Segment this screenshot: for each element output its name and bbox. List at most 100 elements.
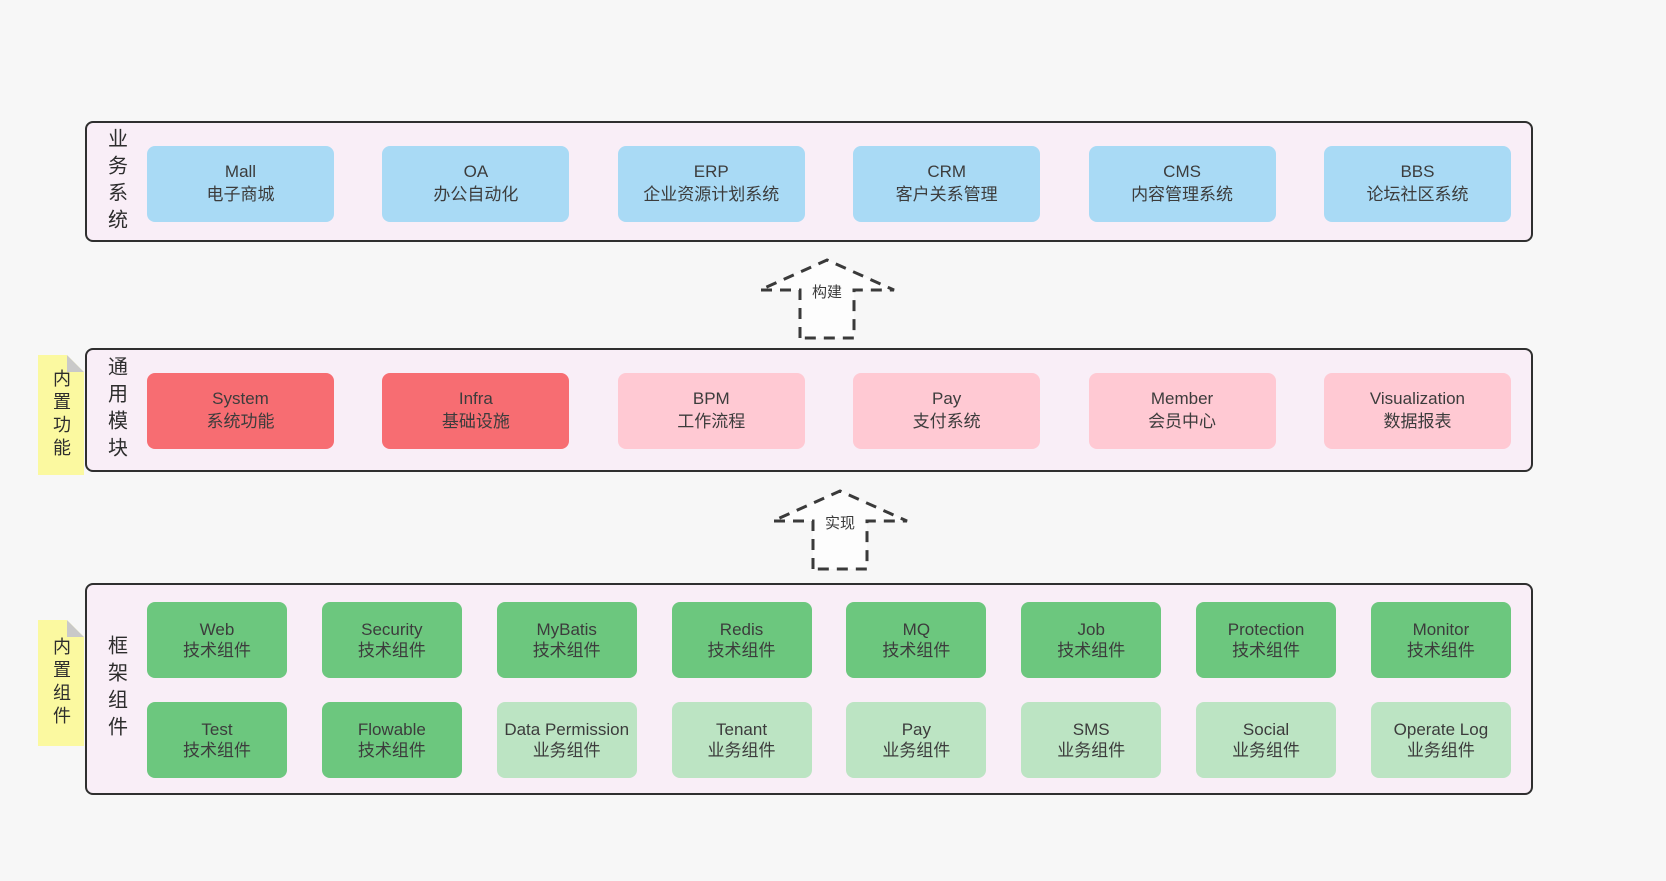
sticky-fold-corner: [67, 620, 84, 637]
box-title: System: [212, 389, 269, 409]
section-framework-components-label: 框架组件: [104, 635, 127, 743]
box-subtitle: 系统功能: [206, 412, 275, 431]
common-modules-box-row: System 系统功能 Infra 基础设施 BPM 工作流程 Pay 支付系统 Member 会…: [87, 373, 1531, 449]
box-title: BPM: [692, 389, 730, 409]
box-subtitle: 会员中心: [1148, 412, 1217, 431]
section-business-systems-label: 业务系统: [104, 127, 127, 236]
business-systems-box-row: Mall 电子商城 OA 办公自动化 ERP 企业资源计划系统 CRM 客户关系管理 CMS 内容…: [87, 146, 1531, 222]
box-subtitle: 内容管理系统: [1131, 185, 1234, 204]
box-title: Monitor: [1412, 619, 1470, 639]
box-title: Protection: [1227, 619, 1305, 639]
box-subtitle: 技术组件: [357, 641, 426, 660]
diagram-box-tenant: Tenant 业务组件: [671, 702, 812, 778]
box-title: Data Permission: [504, 719, 630, 739]
box-title: Redis: [719, 619, 764, 639]
section-business-systems: 业务系统 Mall 电子商城 OA 办公自动化 ERP 企业资源计划系统 CRM 客户关系管理…: [85, 121, 1533, 242]
diagram-box-bpm: BPM 工作流程: [617, 373, 805, 449]
section-common-modules: 通用模块 System 系统功能 Infra 基础设施 BPM 工作流程 Pay 支付系统 Me…: [85, 348, 1533, 472]
box-subtitle: 技术组件: [1406, 641, 1475, 660]
diagram-box-monitor: Monitor 技术组件: [1370, 602, 1511, 678]
box-subtitle: 技术组件: [707, 641, 776, 660]
diagram-box-pay: Pay 支付系统: [853, 373, 1041, 449]
box-subtitle: 论坛社区系统: [1366, 185, 1469, 204]
sticky-note-label: 内置组件: [51, 637, 71, 729]
box-subtitle: 技术组件: [183, 641, 251, 660]
box-subtitle: 技术组件: [357, 741, 426, 760]
diagram-box-job: Job 技术组件: [1021, 602, 1162, 678]
box-subtitle: 企业资源计划系统: [643, 185, 780, 204]
box-subtitle: 技术组件: [532, 641, 601, 660]
diagram-box-protection: Protection 技术组件: [1196, 602, 1337, 678]
box-subtitle: 基础设施: [441, 412, 510, 431]
box-subtitle: 业务组件: [1057, 741, 1126, 760]
diagram-box-security: Security 技术组件: [321, 602, 462, 678]
implement-arrow: 实现: [765, 487, 915, 573]
box-subtitle: 业务组件: [1232, 741, 1301, 760]
diagram-box-member: Member 会员中心: [1088, 373, 1276, 449]
diagram-box-oa: OA 办公自动化: [382, 146, 570, 222]
box-title: Operate Log: [1393, 719, 1489, 739]
diagram-box-flowable: Flowable 技术组件: [321, 702, 462, 778]
diagram-box-visualization: Visualization 数据报表: [1323, 373, 1511, 449]
box-title: Mall: [224, 162, 257, 182]
diagram-box-redis: Redis 技术组件: [671, 602, 812, 678]
box-subtitle: 数据报表: [1383, 412, 1452, 431]
diagram-box-test: Test 技术组件: [147, 702, 287, 778]
box-subtitle: 技术组件: [1232, 641, 1301, 660]
diagram-box-crm: CRM 客户关系管理: [853, 146, 1041, 222]
box-title: Job: [1077, 619, 1105, 639]
box-subtitle: 业务组件: [882, 741, 951, 760]
box-subtitle: 业务组件: [532, 741, 601, 760]
sticky-note-built-in-components: 内置组件: [38, 620, 84, 746]
diagram-box-web: Web 技术组件: [147, 602, 287, 678]
box-title: Web: [199, 619, 235, 639]
box-subtitle: 业务组件: [707, 741, 776, 760]
box-title: SMS: [1072, 719, 1110, 739]
box-subtitle: 技术组件: [1057, 641, 1126, 660]
box-subtitle: 客户关系管理: [895, 185, 998, 204]
box-title: Social: [1242, 719, 1290, 739]
diagram-box-system: System 系统功能: [147, 373, 334, 449]
implement-arrow-label: 实现: [822, 515, 857, 532]
box-title: CMS: [1163, 162, 1201, 182]
box-title: Pay: [932, 389, 962, 409]
box-title: ERP: [693, 162, 729, 182]
section-common-modules-label: 通用模块: [104, 356, 127, 464]
box-subtitle: 办公自动化: [433, 185, 519, 204]
diagram-box-data-permission: Data Permission 业务组件: [496, 702, 637, 778]
box-title: Test: [201, 719, 233, 739]
box-subtitle: 电子商城: [206, 185, 275, 204]
diagram-box-infra: Infra 基础设施: [382, 373, 570, 449]
box-title: Flowable: [357, 719, 426, 739]
box-title: OA: [463, 162, 489, 182]
diagram-box-bbs: BBS 论坛社区系统: [1323, 146, 1511, 222]
sticky-note-built-in-features: 内置功能: [38, 355, 84, 475]
box-title: MQ: [902, 619, 931, 639]
box-subtitle: 支付系统: [912, 412, 981, 431]
box-title: Member: [1150, 389, 1214, 409]
box-title: Pay: [901, 719, 932, 739]
box-subtitle: 工作流程: [677, 412, 746, 431]
box-title: CRM: [927, 162, 967, 182]
diagram-box-mall: Mall 电子商城: [147, 146, 334, 222]
diagram-box-sms: SMS 业务组件: [1021, 702, 1162, 778]
diagram-box-operate-log: Operate Log 业务组件: [1370, 702, 1511, 778]
box-title: Security: [361, 619, 423, 639]
diagram-box-erp: ERP 企业资源计划系统: [617, 146, 805, 222]
box-subtitle: 技术组件: [882, 641, 951, 660]
box-subtitle: 技术组件: [183, 741, 251, 760]
diagram-box-mq: MQ 技术组件: [846, 602, 987, 678]
diagram-box-pay: Pay 业务组件: [846, 702, 987, 778]
box-title: Tenant: [716, 719, 768, 739]
box-title: Infra: [458, 389, 493, 409]
sticky-fold-corner: [67, 355, 84, 372]
box-subtitle: 业务组件: [1406, 741, 1475, 760]
box-title: Visualization: [1369, 389, 1466, 409]
box-title: BBS: [1400, 162, 1435, 182]
build-arrow: 构建: [752, 256, 902, 342]
